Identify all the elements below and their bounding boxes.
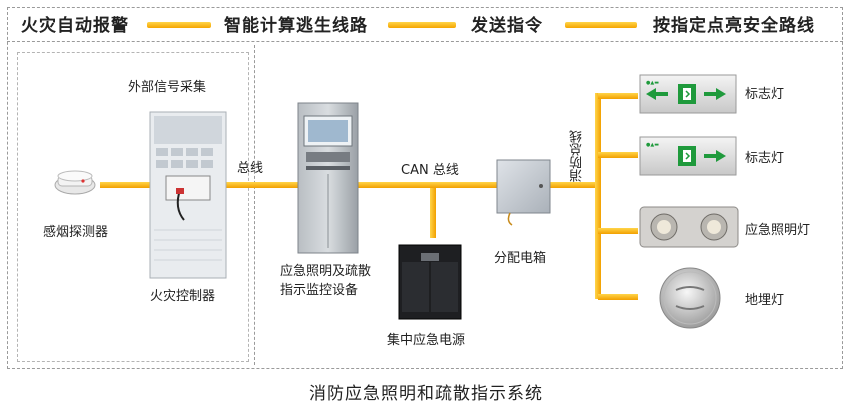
sign-lamp-label-2: 标志灯: [745, 151, 785, 166]
section-divider: [254, 45, 255, 365]
signal-collection-frame: [17, 52, 249, 362]
power-supply-icon: [398, 244, 462, 320]
step-connector-3: [565, 22, 637, 28]
monitor-device-label-1: 应急照明及疏散: [280, 264, 372, 279]
distribution-box-icon: [496, 159, 551, 226]
smoke-detector-icon: [54, 170, 96, 195]
connector-can-bus: [357, 182, 497, 188]
power-supply-label: 集中应急电源: [387, 333, 466, 348]
branch-sign-1: [598, 93, 638, 99]
distribution-box-label: 分配电箱: [494, 251, 547, 266]
step-light-route: 按指定点亮安全路线: [653, 16, 815, 36]
monitor-device-label-2: 指示监控设备: [280, 283, 359, 298]
emergency-light-icon: [639, 206, 739, 248]
connector-box-firebus: [550, 182, 598, 188]
svg-text:●▲▬: ●▲▬: [646, 80, 659, 86]
exit-sign-icon-1: ●▲▬: [639, 74, 737, 114]
step-fire-alarm: 火灾自动报警: [21, 16, 129, 36]
emergency-light-label: 应急照明灯: [745, 223, 811, 238]
fire-controller-icon: [149, 111, 227, 279]
exit-sign-icon-2: ●▲▬: [639, 136, 737, 176]
fire-bus-trunk: [595, 93, 601, 299]
branch-floor-lamp: [598, 294, 638, 300]
header-divider: [7, 41, 843, 42]
bus-line-label: 总线: [237, 161, 264, 176]
floor-lamp-icon: [659, 267, 721, 329]
diagram-caption: 消防应急照明和疏散指示系统: [309, 384, 543, 404]
branch-emergency-light: [598, 228, 638, 234]
outer-frame: [7, 7, 843, 369]
svg-text:●▲▬: ●▲▬: [646, 142, 659, 148]
smoke-detector-label: 感烟探测器: [43, 225, 109, 240]
step-connector-2: [388, 22, 456, 28]
step-send-command: 发送指令: [471, 16, 543, 36]
monitor-device-icon: [297, 102, 359, 254]
branch-sign-2: [598, 152, 638, 158]
connector-to-power: [430, 188, 436, 238]
step-escape-route: 智能计算逃生线路: [224, 16, 368, 36]
floor-lamp-label: 地埋灯: [745, 293, 785, 308]
can-bus-label: CAN 总线: [401, 163, 459, 178]
connector-controller-monitor: [224, 182, 298, 188]
fire-bus-label: 消防总线: [570, 130, 585, 182]
connector-detector-controller: [100, 182, 152, 188]
fire-controller-label: 火灾控制器: [150, 289, 216, 304]
sign-lamp-label-1: 标志灯: [745, 87, 785, 102]
step-connector-1: [147, 22, 211, 28]
signal-collection-label: 外部信号采集: [128, 80, 207, 95]
